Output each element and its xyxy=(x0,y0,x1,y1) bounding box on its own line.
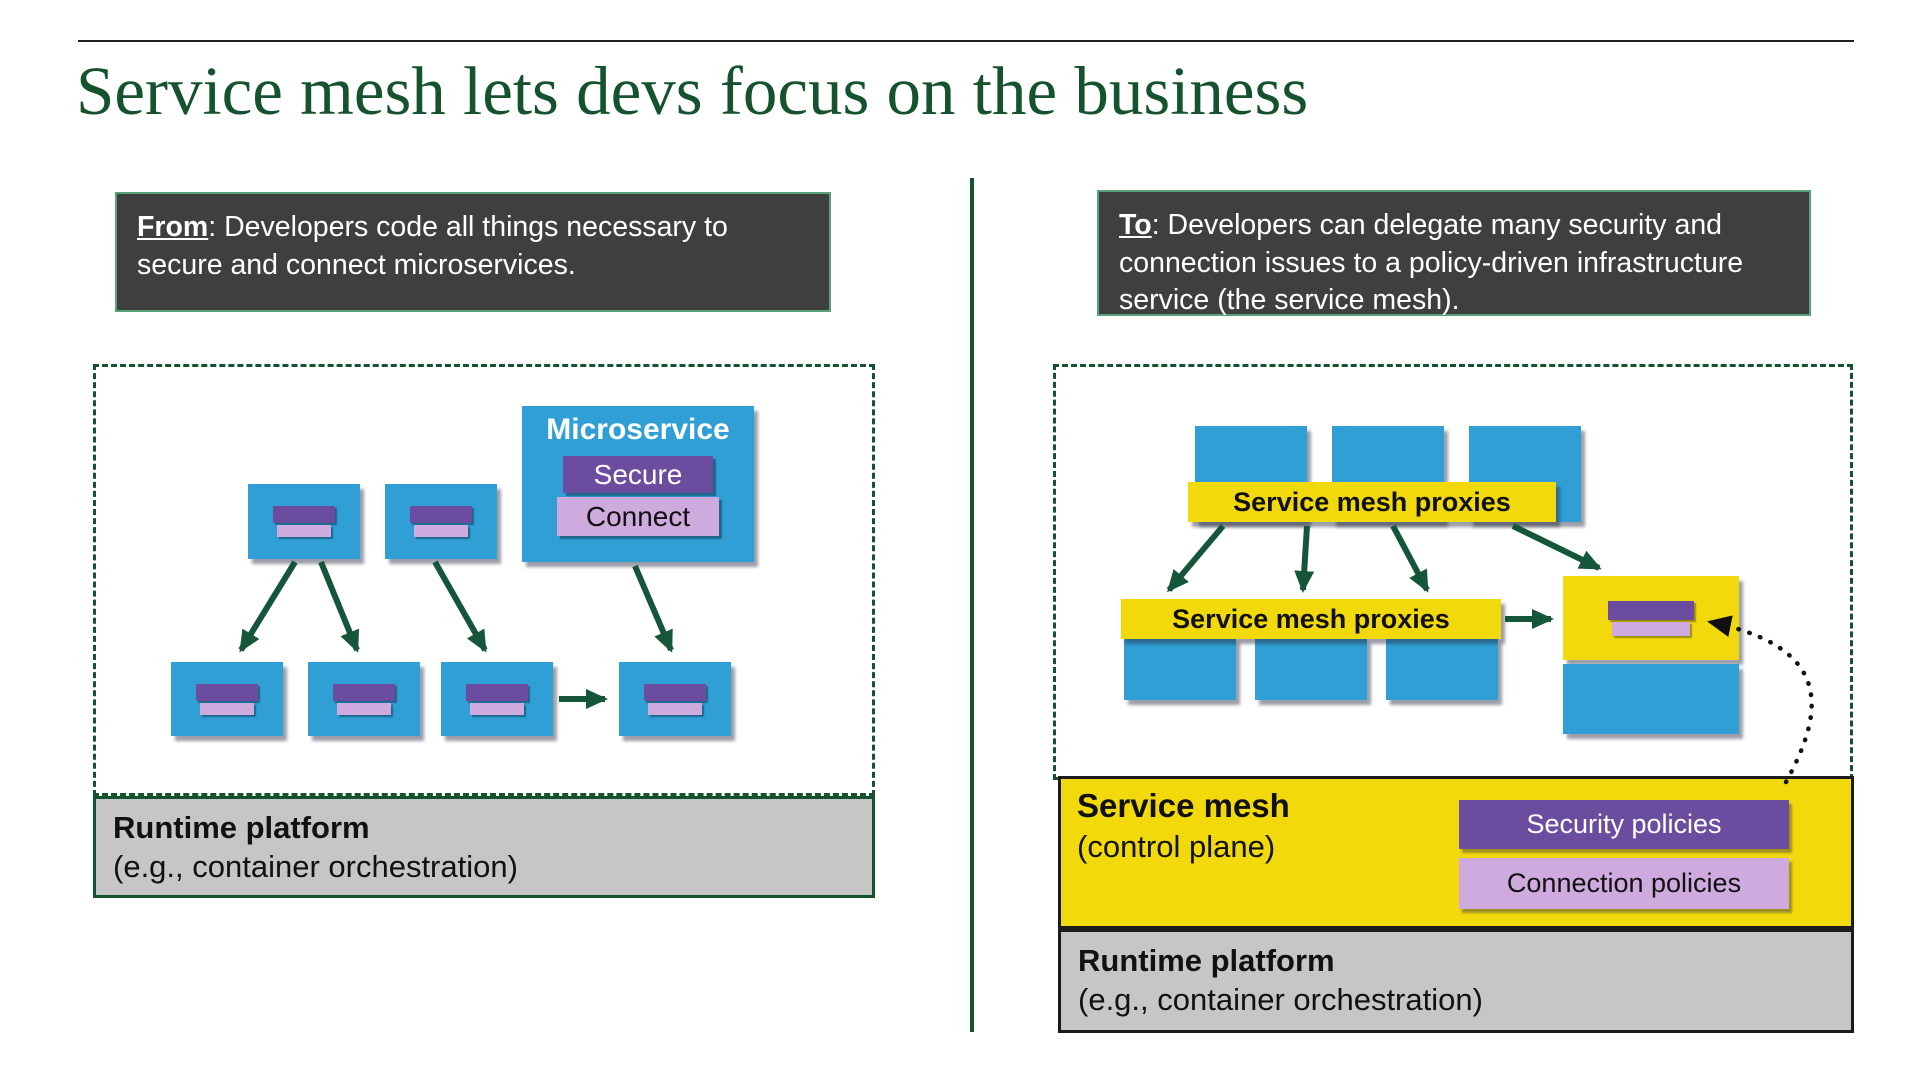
proxies-bar-top: Service mesh proxies xyxy=(1188,482,1556,522)
service-box xyxy=(441,662,553,736)
mini-bar-light xyxy=(200,702,254,715)
microservice-label: Microservice xyxy=(546,413,730,446)
control-plane-box: Service mesh (control plane) Security po… xyxy=(1058,776,1854,929)
right-runtime-platform: Runtime platform (e.g., container orches… xyxy=(1058,929,1854,1033)
mini-bar-dark xyxy=(333,683,395,701)
mini-bar-dark xyxy=(644,683,706,701)
mini-bar-light xyxy=(414,525,468,537)
mini-bar-dark xyxy=(196,683,258,701)
service-box xyxy=(308,662,420,736)
column-divider xyxy=(970,178,974,1032)
service-box xyxy=(1563,664,1739,734)
left-diagram-frame xyxy=(93,364,875,796)
from-callout-lead: From xyxy=(137,211,209,243)
proxy-sidecar-box xyxy=(1563,576,1739,660)
proxies-bar-mid: Service mesh proxies xyxy=(1121,599,1501,639)
mini-bar-dark xyxy=(1608,600,1694,620)
to-callout-lead: To xyxy=(1119,209,1152,241)
mini-bar-dark xyxy=(273,506,335,523)
control-plane-subtitle: (control plane) xyxy=(1077,829,1276,864)
service-box xyxy=(1124,638,1236,700)
mini-bar-light xyxy=(470,702,524,715)
mini-bar-light xyxy=(277,525,331,537)
connect-bar: Connect xyxy=(557,497,719,536)
runtime-subtitle: (e.g., container orchestration) xyxy=(1078,981,1483,1017)
connection-policies-box: Connection policies xyxy=(1459,858,1789,909)
to-callout: To: Developers can delegate many securit… xyxy=(1097,190,1811,316)
service-box xyxy=(171,662,283,736)
mini-bar-dark xyxy=(410,506,472,523)
security-policies-box: Security policies xyxy=(1459,800,1789,849)
page-title: Service mesh lets devs focus on the busi… xyxy=(76,53,1309,129)
mini-bar-light xyxy=(648,702,702,715)
service-box xyxy=(1386,638,1498,700)
runtime-title: Runtime platform xyxy=(1078,943,1335,978)
mini-bar-dark xyxy=(466,683,528,701)
from-callout-text: : Developers code all things necessary t… xyxy=(137,211,728,281)
to-callout-text: : Developers can delegate many security … xyxy=(1119,209,1744,317)
service-box xyxy=(248,484,360,559)
runtime-title: Runtime platform xyxy=(113,810,370,845)
left-runtime-platform: Runtime platform (e.g., container orches… xyxy=(93,796,875,898)
microservice-box: Microservice Secure Connect xyxy=(522,406,754,562)
service-box xyxy=(619,662,731,736)
service-box xyxy=(1255,638,1367,700)
control-plane-title: Service mesh xyxy=(1077,787,1290,824)
mini-bar-light xyxy=(1612,621,1690,636)
service-box xyxy=(385,484,497,559)
secure-bar: Secure xyxy=(563,456,713,493)
top-rule xyxy=(78,40,1854,42)
from-callout: From: Developers code all things necessa… xyxy=(115,192,831,312)
runtime-subtitle: (e.g., container orchestration) xyxy=(113,848,518,884)
mini-bar-light xyxy=(337,702,391,715)
